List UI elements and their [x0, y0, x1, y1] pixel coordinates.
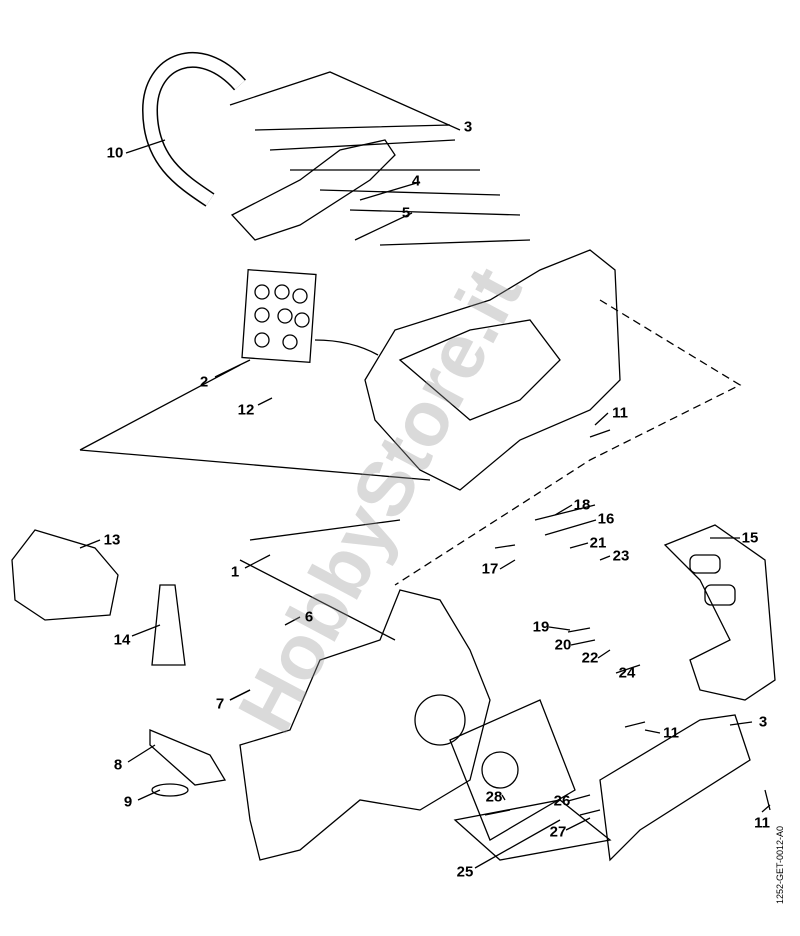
part-label-11: 11: [754, 814, 770, 832]
part-label-15: 15: [741, 529, 759, 547]
leader-lines-top: [229, 71, 531, 246]
part-label-13: 13: [103, 531, 121, 549]
part-label-21: 21: [589, 534, 607, 552]
plate-8-part: [149, 729, 227, 786]
part-label-17: 17: [481, 560, 499, 578]
part-label-3: 3: [758, 713, 768, 731]
part-label-12: 12: [237, 401, 255, 419]
lower-housing-part: [239, 589, 491, 861]
part-label-16: 16: [597, 510, 615, 528]
warning-label-part: [241, 269, 317, 363]
part-label-27: 27: [549, 823, 567, 841]
part-label-11: 11: [612, 404, 628, 422]
part-label-19: 19: [532, 618, 550, 636]
part-label-5: 5: [401, 204, 411, 222]
part-label-1: 1: [230, 563, 240, 581]
part-label-18: 18: [573, 496, 591, 514]
part-label-28: 28: [485, 788, 503, 806]
part-label-2: 2: [199, 373, 209, 391]
part-label-3: 3: [463, 118, 473, 136]
part-label-4: 4: [411, 172, 421, 190]
part-label-22: 22: [581, 649, 599, 667]
part-label-23: 23: [612, 547, 630, 565]
clip-9-part: [151, 783, 189, 797]
part-label-11: 11: [663, 724, 679, 742]
handle-top-part: [230, 139, 396, 241]
handle-bottom-part: [599, 714, 751, 862]
part-label-20: 20: [554, 636, 572, 654]
hand-guard-part: [663, 524, 776, 701]
part-label-14: 14: [113, 631, 131, 649]
plate-part: [449, 699, 576, 841]
part-label-7: 7: [215, 695, 225, 713]
part-label-9: 9: [123, 793, 133, 811]
housing-part: [364, 249, 621, 491]
part-label-6: 6: [304, 608, 314, 626]
part-label-26: 26: [553, 792, 571, 810]
part-label-8: 8: [113, 756, 123, 774]
cover-part: [11, 529, 119, 621]
document-id: 1252-GET-0012-A0: [775, 825, 785, 905]
part-label-24: 24: [618, 664, 636, 682]
part-label-10: 10: [106, 144, 124, 162]
leader-lines-middle: [79, 364, 431, 641]
part-label-25: 25: [456, 863, 474, 881]
leader-lines: [79, 139, 771, 869]
grease-tube-part: [151, 584, 186, 666]
